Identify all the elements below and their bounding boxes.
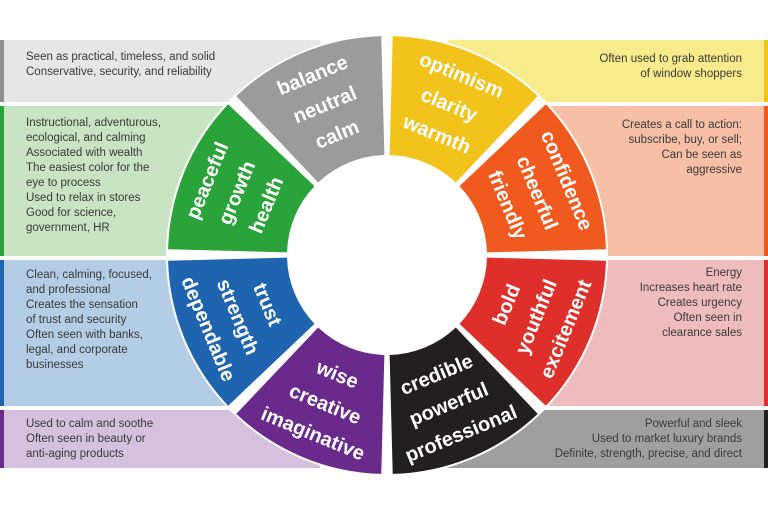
panel-orange-edge <box>764 106 768 256</box>
wheel-segment-blue <box>168 257 315 406</box>
panel-black-edge <box>764 410 768 468</box>
panel-orange-text: Creates a call to action: subscribe, buy… <box>621 119 742 176</box>
panel-green-text: Instructional, adventurous, ecological, … <box>26 117 161 234</box>
panel-yellow-edge <box>764 40 768 102</box>
panel-black-text: Powerful and sleek Used to market luxury… <box>554 418 742 460</box>
wheel-segment-yellow <box>389 36 538 183</box>
panel-gray-edge <box>0 40 4 102</box>
panel-green-edge <box>0 106 4 256</box>
wheel-segment-green <box>168 104 315 253</box>
panel-purple-text: Used to calm and soothe Often seen in be… <box>26 418 154 460</box>
panel-blue-edge <box>0 260 4 406</box>
panel-red-text: Energy Increases heart rate Creates urge… <box>639 267 742 339</box>
panel-yellow-text: Often used to grab attention of window s… <box>599 53 742 80</box>
panel-blue-text: Clean, calming, focused, and professiona… <box>26 269 152 371</box>
wheel-segment-black <box>389 327 538 474</box>
wheel-center <box>291 159 483 351</box>
panel-gray-text: Seen as practical, timeless, and solid C… <box>26 51 216 78</box>
wheel-segment-purple <box>236 327 385 474</box>
wheel-segment-red <box>459 257 606 406</box>
panel-red-edge <box>764 260 768 406</box>
panel-purple-edge <box>0 410 4 468</box>
wheel-segment-gray <box>236 36 385 183</box>
wheel-segment-orange <box>459 104 606 253</box>
